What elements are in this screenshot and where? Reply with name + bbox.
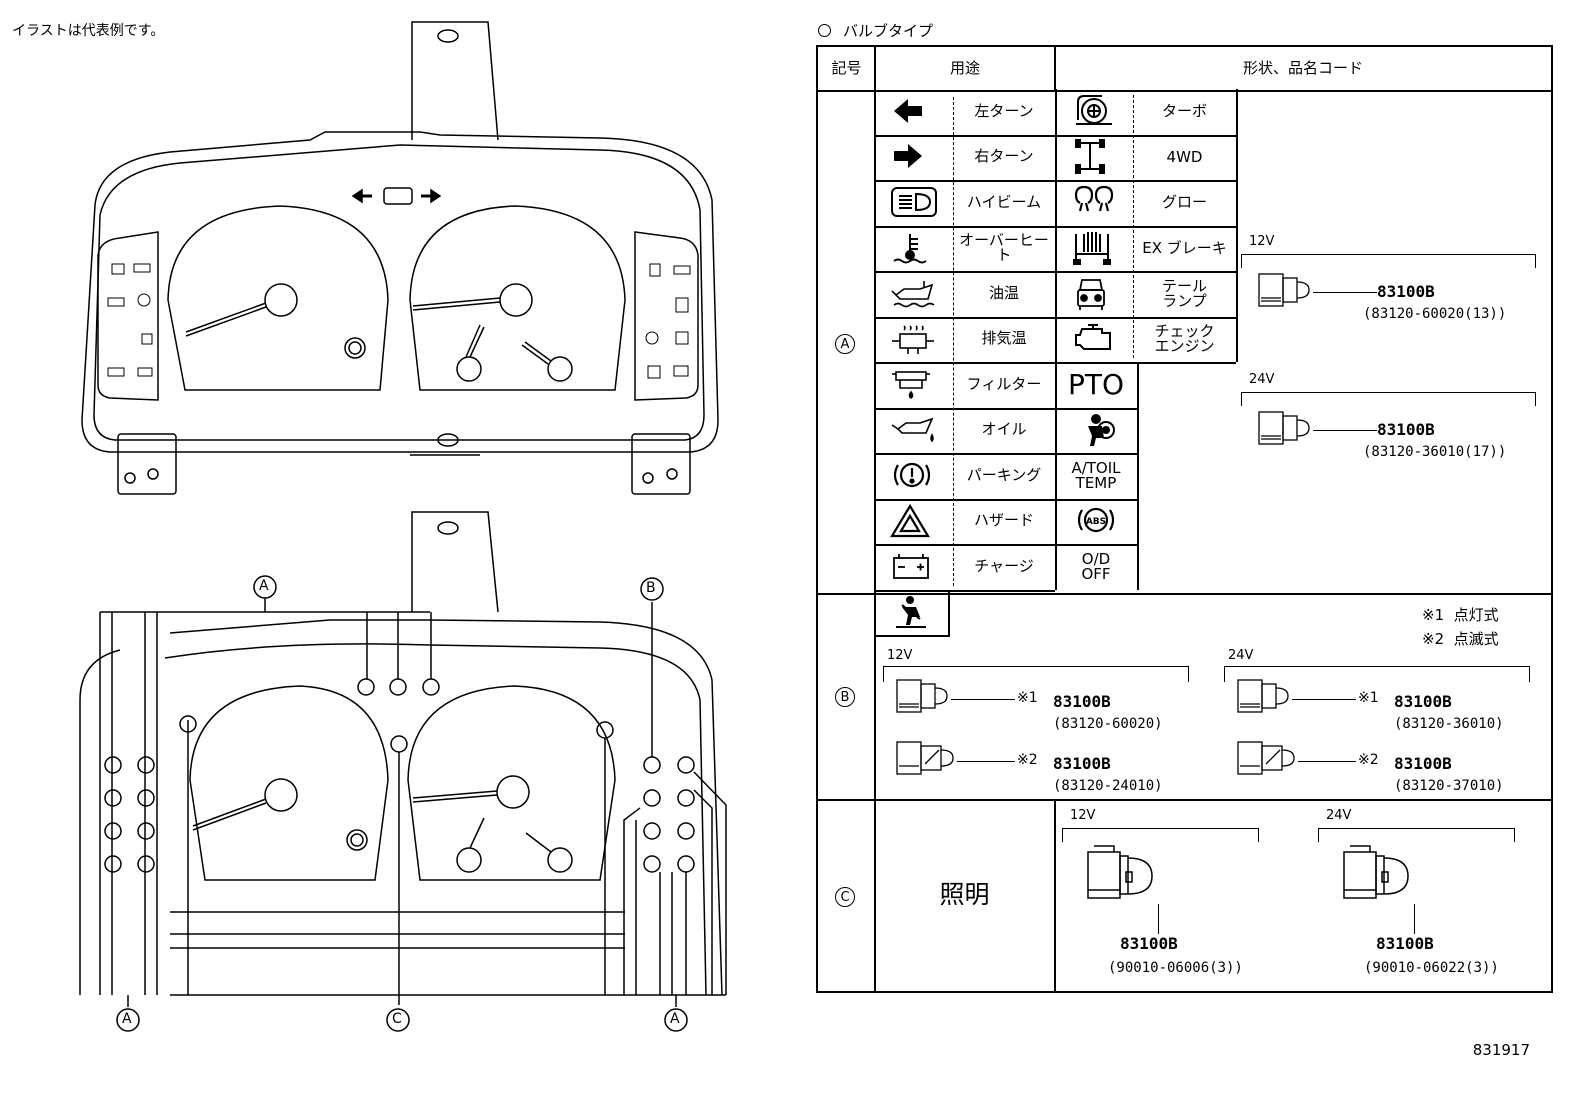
part-number: 831917 [1472,1041,1530,1059]
section-c-use: 照明 [939,879,990,909]
bulb-type-title: バルブタイプ [818,20,933,41]
callout-c: C [392,1011,402,1027]
header-use: 用途 [949,59,980,78]
header-symbol: 記号 [831,59,862,78]
section-a-label: A [835,334,855,354]
illustration-note: イラストは代表例です。 [12,23,165,39]
callout-a-right: A [670,1011,680,1027]
callout-a-left: A [122,1011,132,1027]
callout-b: B [646,580,656,596]
section-c-label: C [835,887,855,907]
callout-a-top: A [259,578,269,594]
cluster-rear-view [79,511,727,1032]
bulb-type-table: 記号 用途 形状、品名コード A B C 照明 [816,45,1553,993]
header-shape: 形状、品名コード [1242,59,1363,78]
cluster-front-view [81,21,719,495]
section-b-label: B [835,687,855,707]
cluster-diagram [79,21,727,1032]
